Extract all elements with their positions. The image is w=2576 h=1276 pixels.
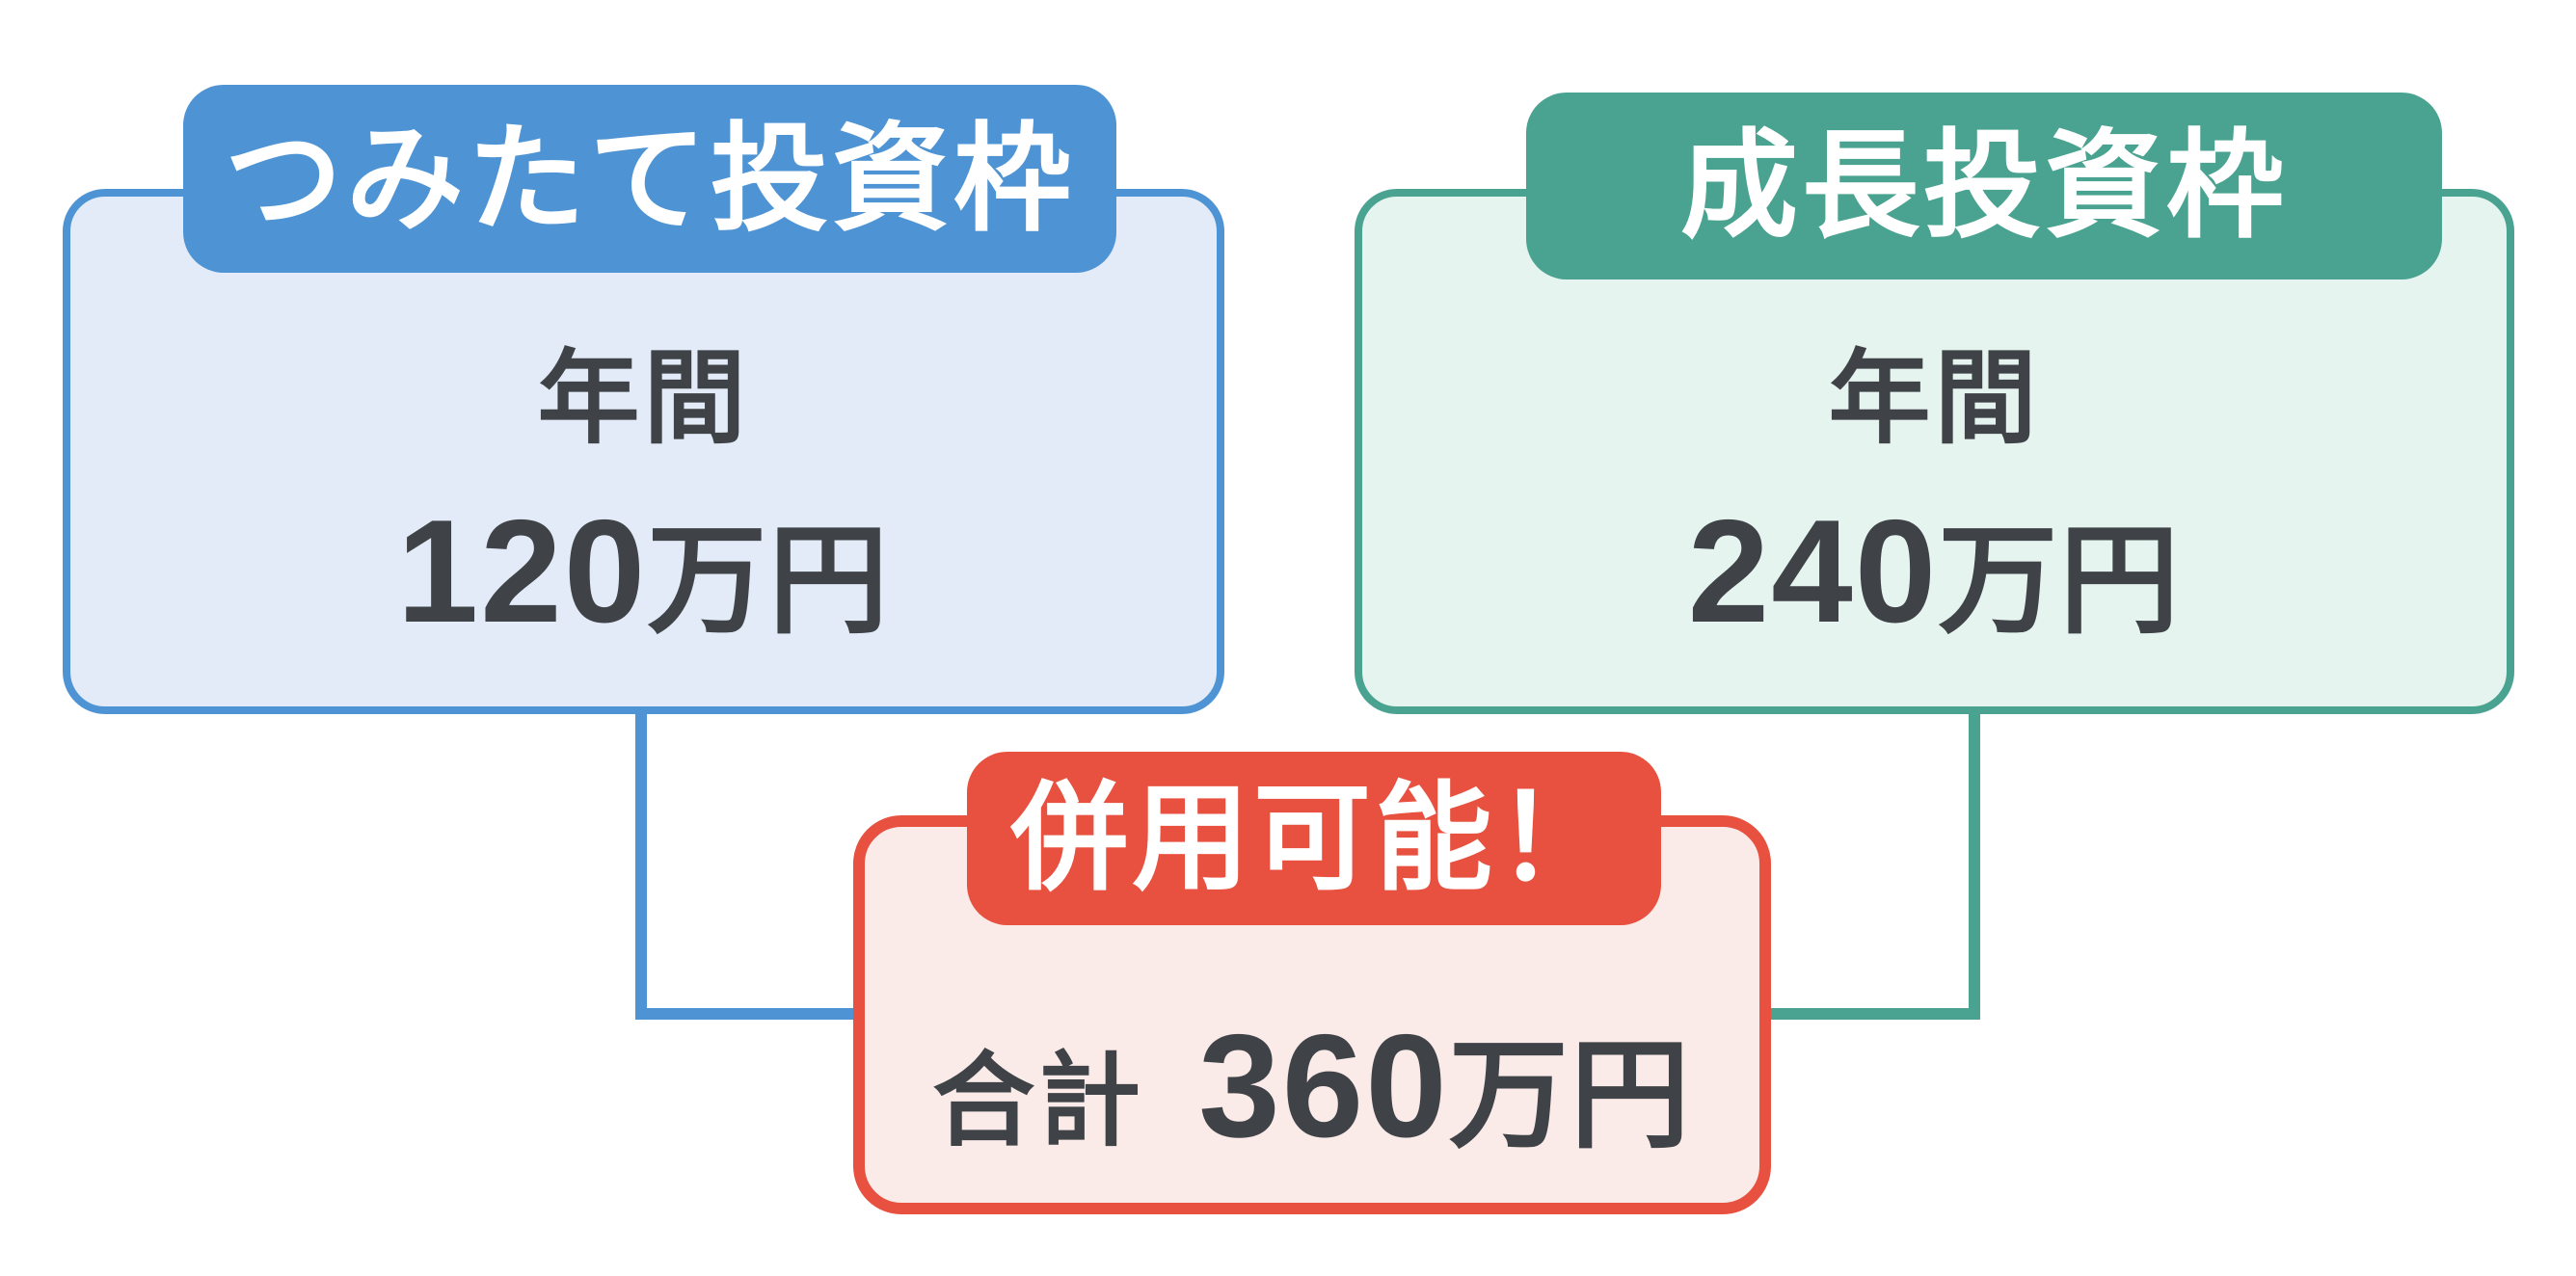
- tsumitate-amount: 120 万円: [396, 489, 891, 653]
- tsumitate-amount-number: 120: [396, 489, 648, 653]
- growth-header: 成長投資枠: [1526, 93, 2442, 279]
- combined-amount-number: 360: [1198, 1004, 1449, 1169]
- tsumitate-box: 年間 120 万円: [63, 189, 1224, 714]
- combined-total: 合計 360 万円: [932, 1006, 1692, 1167]
- tsumitate-header: つみたて投資枠: [183, 85, 1116, 273]
- combined-total-label: 合計: [932, 1045, 1145, 1159]
- combined-header: 併用可能！: [967, 752, 1661, 925]
- growth-amount-number: 240: [1687, 489, 1939, 653]
- combined-amount-unit: 万円: [1448, 1029, 1692, 1163]
- tsumitate-period-label: 年間: [537, 342, 750, 456]
- growth-amount: 240 万円: [1687, 489, 2182, 653]
- connector-right-vertical: [1969, 711, 1980, 1020]
- connector-left-horizontal: [635, 1008, 865, 1020]
- connector-left-vertical: [635, 711, 647, 1020]
- growth-amount-unit: 万円: [1938, 514, 2182, 648]
- tsumitate-amount-unit: 万円: [647, 514, 891, 648]
- connector-right-horizontal: [1758, 1008, 1980, 1020]
- growth-period-label: 年間: [1828, 342, 2041, 456]
